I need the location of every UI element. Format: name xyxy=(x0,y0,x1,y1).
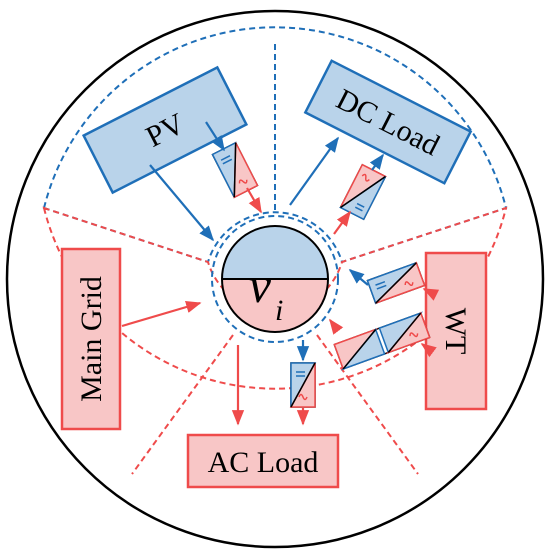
ac-load-node: AC Load xyxy=(186,433,340,489)
pv-converter-to-bus-arrow xyxy=(246,187,262,214)
wt-label: WT xyxy=(439,308,472,355)
ac-divider-right xyxy=(316,334,419,475)
dc-load-converter-icon xyxy=(339,163,387,221)
ac-load-converter-icon xyxy=(289,362,317,408)
ac-load-label: AC Load xyxy=(208,446,319,479)
wt-node: WT xyxy=(424,251,488,411)
outer-ring xyxy=(5,9,545,549)
lower-converter-to-bus-arrow xyxy=(329,318,344,335)
wt-converter-lower-icon xyxy=(333,311,431,371)
bus-to-dc-load-converter-arrow xyxy=(333,210,351,235)
upper-converter-to-bus-arrow xyxy=(348,269,369,286)
wt-to-lower-converter-arrow xyxy=(420,343,437,358)
pv-to-bus-arrow xyxy=(149,164,214,242)
main-grid-node: Main Grid xyxy=(60,247,122,431)
bus-to-dc-load-arrow xyxy=(289,136,339,206)
bus-voltage-subscript: i xyxy=(275,294,283,327)
flow-arrows xyxy=(121,121,440,426)
pv-to-converter-arrow xyxy=(205,121,225,152)
dc-sector-boundary xyxy=(42,26,508,264)
dc-load-node: DC Load xyxy=(303,59,473,185)
central-bus: v i xyxy=(211,215,339,343)
wt-to-upper-converter-arrow xyxy=(422,288,440,301)
main-grid-to-bus-arrow xyxy=(121,301,202,328)
main-grid-label: Main Grid xyxy=(75,276,108,402)
dc-load-converter-to-load-arrow xyxy=(369,153,384,171)
ac-divider-left xyxy=(131,334,234,475)
wt-converter-upper-icon xyxy=(366,261,426,305)
pv-converter-icon xyxy=(211,141,259,199)
bus-voltage-label: v xyxy=(249,257,272,313)
pv-node: PV xyxy=(81,65,249,195)
